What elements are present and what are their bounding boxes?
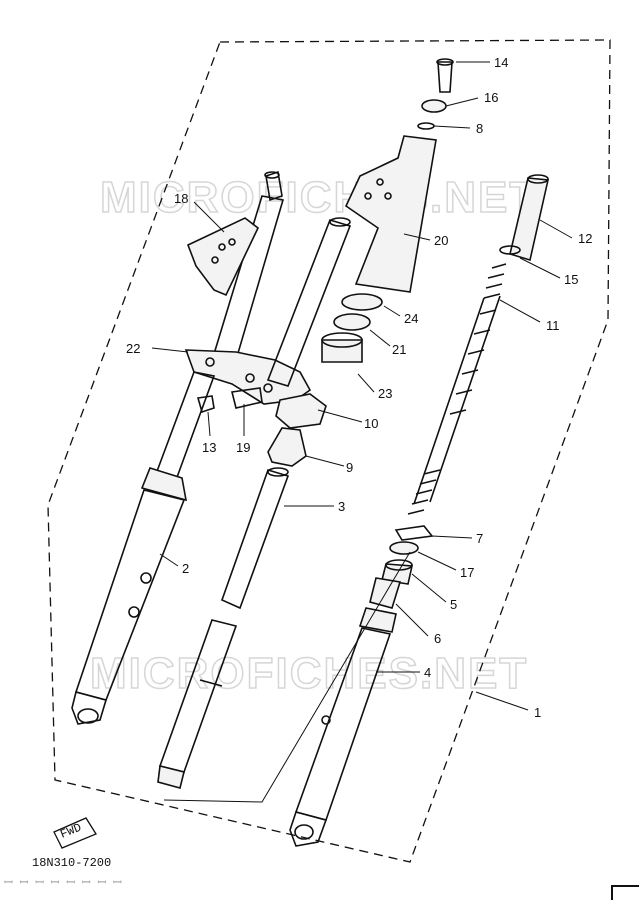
callout-20: 20: [434, 233, 448, 248]
callout-labels: 14 16 8 18 20 12 15 24 11 22 21 23 10 13…: [126, 55, 592, 720]
callout-3: 3: [338, 499, 345, 514]
watermark-bottom: MICROFICHES.NET: [90, 649, 528, 698]
stem-parts: [321, 58, 454, 363]
callout-17: 17: [460, 565, 474, 580]
washer-8: [417, 122, 435, 130]
callout-8: 8: [476, 121, 483, 136]
nut-16: [421, 99, 447, 113]
callout-9: 9: [346, 460, 353, 475]
callout-19: 19: [236, 440, 250, 455]
oil-seal-17: [389, 541, 419, 555]
corner-mark: [611, 885, 639, 900]
callout-4: 4: [424, 665, 431, 680]
assembly-boundary-dashed: [47, 39, 611, 863]
callout-14: 14: [494, 55, 508, 70]
callout-12: 12: [578, 231, 592, 246]
callout-23: 23: [378, 386, 392, 401]
callout-24: 24: [404, 311, 418, 326]
callout-16: 16: [484, 90, 498, 105]
spacer-12: [509, 177, 549, 262]
callout-7: 7: [476, 531, 483, 546]
dust-seal-9: [267, 427, 307, 467]
clip-7: [394, 525, 434, 541]
figure-code: 18N310-7200: [32, 856, 111, 870]
bearing-21: [333, 313, 371, 331]
callout-6: 6: [434, 631, 441, 646]
race-23: [321, 339, 363, 363]
stem-20: [344, 135, 437, 293]
group-bracket: [163, 551, 411, 803]
callout-22: 22: [126, 341, 140, 356]
callout-11: 11: [546, 318, 560, 333]
upper-bracket-18: [186, 217, 260, 297]
callout-21: 21: [392, 342, 406, 357]
fwd-indicator: FWD: [53, 817, 97, 849]
callout-2: 2: [182, 561, 189, 576]
bushing-6: [369, 577, 402, 609]
leader-lines: [151, 61, 573, 711]
washer-15: [499, 245, 521, 255]
center-fork-parts: [157, 217, 352, 789]
callout-1: 1: [534, 705, 541, 720]
spring-11: [407, 263, 507, 515]
callout-10: 10: [364, 416, 378, 431]
callout-18: 18: [174, 191, 188, 206]
race-24: [341, 293, 383, 311]
footer-faint-text: ꟷ ꟷ ꟷ ꟷ ꟷ ꟷ ꟷ ꟷ: [4, 878, 122, 890]
right-fork-parts: [289, 174, 549, 847]
callout-15: 15: [564, 272, 578, 287]
callout-13: 13: [202, 440, 216, 455]
left-fork-assembly: [71, 170, 312, 725]
watermark-top: MICROFICHES.NET: [100, 173, 538, 222]
callout-5: 5: [450, 597, 457, 612]
bolt-14: [437, 61, 453, 93]
